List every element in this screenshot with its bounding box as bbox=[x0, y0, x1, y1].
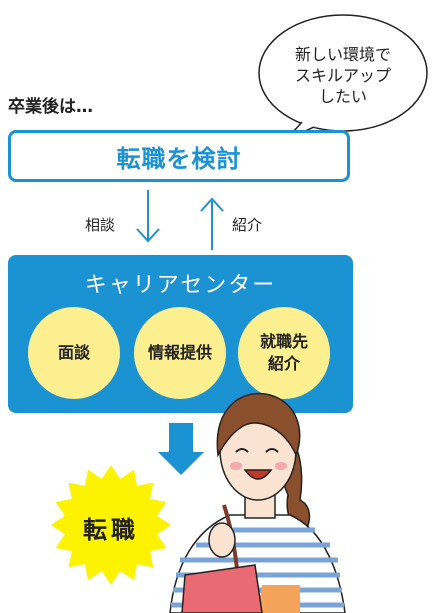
bubble-line: したい bbox=[318, 87, 367, 106]
service-interview-circle: 面談 bbox=[28, 307, 120, 399]
service-label: 情報提供 bbox=[147, 343, 212, 362]
service-information-circle: 情報提供 bbox=[134, 307, 226, 399]
service-placement-circle: 就職先 紹介 bbox=[238, 307, 330, 399]
job-change-result-label: 転職 bbox=[83, 516, 139, 544]
introduce-arrow bbox=[200, 197, 224, 250]
career-center-title: キャリアセンター bbox=[84, 273, 277, 298]
career-center-box: キャリアセンター 面談 情報提供 就職先 紹介 bbox=[8, 255, 353, 413]
consider-label: 転職を検討 bbox=[116, 144, 242, 173]
bubble-line: 新しい環境で bbox=[294, 45, 391, 64]
speech-bubble-text: 新しい環境で スキルアップ したい bbox=[268, 44, 418, 107]
service-label: 面談 bbox=[57, 343, 90, 362]
service-label: 紹介 bbox=[267, 354, 300, 373]
bubble-line: スキルアップ bbox=[294, 66, 391, 85]
consult-label: 相談 bbox=[85, 216, 116, 234]
service-label: 就職先 bbox=[259, 332, 308, 351]
consider-job-change-box: 転職を検討 bbox=[8, 130, 350, 182]
consult-arrow bbox=[136, 190, 160, 243]
intro-text: 卒業後は… bbox=[8, 97, 93, 117]
introduce-label: 紹介 bbox=[232, 216, 263, 234]
